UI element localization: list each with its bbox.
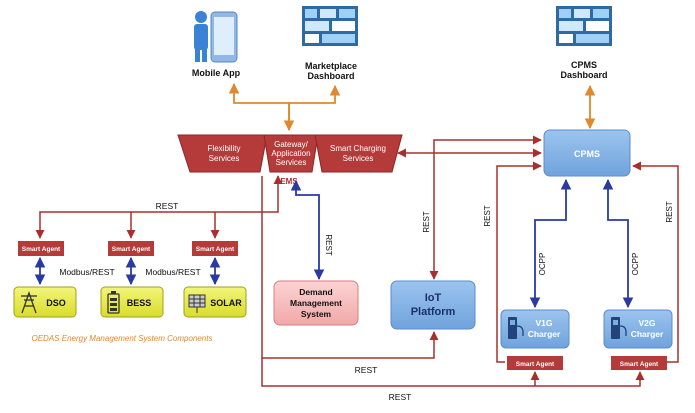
dso-node (13, 286, 77, 318)
marketplace-dashboard-icon (302, 6, 358, 46)
smart-agent-bess (108, 241, 154, 256)
mobile-app-icon (194, 11, 238, 63)
dms-label-2: Management (290, 298, 342, 308)
flexibility-label-2: Services (209, 154, 240, 163)
rest-label-bottom-2: REST (389, 392, 412, 402)
smart-charging-label-2: Services (343, 154, 374, 163)
v2g-charger-node (603, 309, 673, 349)
blue-connectors (34, 178, 634, 309)
smart-agent-v1g (507, 356, 563, 370)
ocpp-label-1: OCPP (538, 253, 547, 276)
ocpp-label-2: OCPP (631, 253, 640, 276)
rest-label-bottom-1: REST (355, 365, 378, 375)
solar-node (183, 286, 247, 318)
smart-agent-solar (192, 241, 238, 256)
iot-label-1: IoT (425, 292, 442, 304)
smart-agent-v2g (611, 356, 667, 370)
iot-platform-node (390, 280, 476, 330)
ems-label: EMS (280, 177, 298, 186)
dso-label: DSO (46, 298, 66, 308)
modbus-label-2: Modbus/REST (145, 267, 200, 277)
v1g-label-2: Charger (528, 329, 561, 339)
v1g-charger-node (500, 309, 570, 349)
marketplace-dashboard-label-2: Dashboard (307, 71, 354, 81)
ev-charger-icon (611, 317, 627, 339)
v2g-label-2: Charger (631, 329, 664, 339)
dms-label-3: System (301, 309, 332, 319)
solar-label: SOLAR (210, 298, 242, 308)
smart-agent-bess-label: Smart Agent (112, 246, 151, 253)
v1g-label-1: V1G (535, 318, 552, 328)
cpms-label: CPMS (574, 149, 600, 159)
rest-label-top: REST (156, 201, 179, 211)
smart-agent-v1g-label: Smart Agent (516, 361, 555, 368)
v2g-label-1: V2G (638, 318, 655, 328)
orange-connectors (228, 82, 596, 132)
battery-icon (107, 291, 120, 314)
components-caption: OEDAS Energy Management System Component… (32, 334, 213, 343)
gateway-label-2: Application (271, 149, 310, 158)
gateway-label-3: Services (276, 158, 307, 167)
rest-label-iot: REST (422, 211, 431, 232)
power-tower-icon (21, 291, 37, 314)
marketplace-dashboard-label-1: Marketplace (305, 61, 357, 71)
smart-charging-services-box (314, 134, 403, 173)
rest-label-dms: REST (324, 234, 333, 255)
flexibility-services-box (177, 134, 268, 173)
rest-label-v2g: REST (665, 201, 674, 222)
smart-charging-label-1: Smart Charging (330, 144, 386, 153)
bess-node (100, 286, 164, 318)
cpms-node (543, 129, 631, 177)
mobile-app-label: Mobile App (192, 68, 241, 78)
gateway-label-1: Gateway/ (274, 140, 309, 149)
ems-block (177, 134, 403, 173)
ev-charger-icon (508, 317, 524, 339)
cpms-dashboard-label-1: CPMS (571, 60, 597, 70)
rest-label-v1g: REST (483, 205, 492, 226)
iot-label-2: Platform (411, 306, 456, 318)
demand-management-node (273, 280, 359, 326)
solar-panel-icon (188, 294, 206, 313)
modbus-label-1: Modbus/REST (59, 267, 114, 277)
bess-label: BESS (127, 298, 152, 308)
flexibility-label-1: Flexibility (208, 144, 241, 153)
red-connectors (35, 135, 679, 387)
gateway-services-box (263, 134, 319, 173)
smart-agent-dso-label: Smart Agent (22, 246, 61, 253)
cpms-dashboard-icon (556, 6, 612, 46)
smart-agent-dso (18, 241, 64, 256)
smart-agent-solar-label: Smart Agent (196, 246, 235, 253)
dms-label-1: Demand (299, 287, 333, 297)
smart-agent-v2g-label: Smart Agent (620, 361, 659, 368)
cpms-dashboard-label-2: Dashboard (560, 70, 607, 80)
